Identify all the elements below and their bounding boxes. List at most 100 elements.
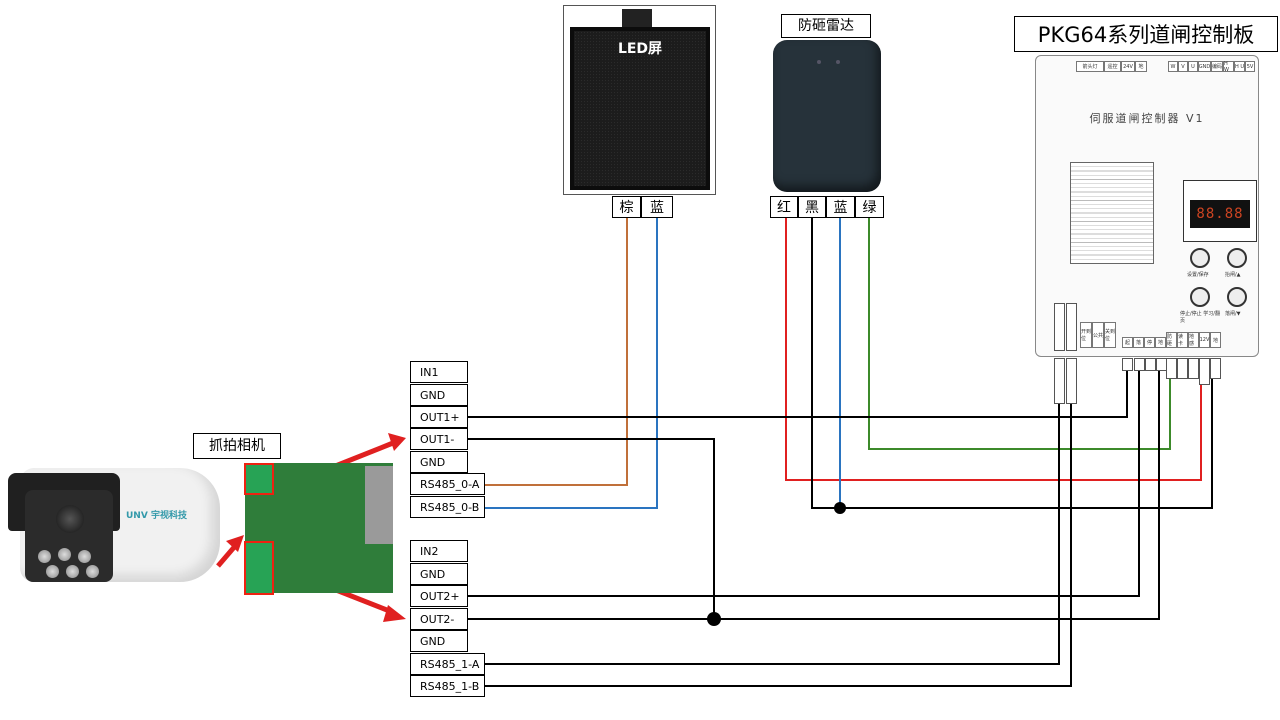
ctrl-terminal: 地感 — [1188, 332, 1199, 348]
terminal: IN2 — [410, 540, 468, 562]
camera-ir-led — [46, 565, 59, 578]
terminal: OUT2- — [410, 608, 468, 630]
terminal: OUT1+ — [410, 406, 468, 428]
button-label: 抬闸/▲ — [1225, 272, 1241, 278]
terminal: IN1 — [410, 361, 468, 383]
ctrl-terminal: W — [1168, 61, 1178, 72]
terminal: GND — [410, 451, 468, 473]
ctrl-terminal: 起 — [1122, 337, 1133, 348]
arrow-head — [388, 433, 406, 451]
terminal: OUT1- — [410, 428, 468, 450]
wire-out2-plus — [468, 370, 1140, 597]
wire-out1-minus — [468, 438, 715, 619]
radar-indicator — [836, 60, 840, 64]
output-pin — [1145, 358, 1156, 371]
wire-green — [868, 218, 1171, 450]
wire-out2-minus — [468, 370, 1160, 620]
rs485-port — [1054, 303, 1065, 351]
wire-rs485-1b — [468, 404, 1072, 687]
junction-dot — [707, 612, 721, 626]
terminal: GND — [410, 563, 468, 585]
led-mount — [622, 9, 652, 31]
led-wire-label-brown: 棕 — [612, 196, 641, 218]
raise-button[interactable] — [1227, 248, 1247, 268]
camera-ir-led — [78, 550, 91, 563]
set-save-button[interactable] — [1190, 248, 1210, 268]
output-pin — [1122, 358, 1133, 371]
radar-device — [773, 40, 881, 192]
camera-ir-led — [38, 550, 51, 563]
camera-ir-led — [58, 548, 71, 561]
ctrl-terminal: 24V — [1121, 61, 1135, 72]
junction-dot — [834, 502, 846, 514]
radar-label: 防砸雷达 — [781, 14, 871, 38]
ctrl-terminal: 编码 — [1211, 61, 1223, 72]
radar-wire-label-green: 绿 — [855, 196, 884, 218]
camera-brand: UNV 宇视科技 — [126, 511, 187, 521]
ctrl-terminal: U — [1188, 61, 1198, 72]
board-connector — [365, 466, 393, 544]
ctrl-terminal: 地 — [1135, 61, 1147, 72]
stop-button[interactable] — [1190, 287, 1210, 307]
ctrl-terminal: 5V — [1245, 61, 1255, 72]
io-terminal-block — [244, 463, 274, 495]
ctrl-terminal: V — [1178, 61, 1188, 72]
radar-indicator — [817, 60, 821, 64]
output-pin — [1134, 358, 1145, 371]
button-label: 落闸/▼ — [1225, 311, 1241, 317]
arrow-head — [383, 605, 406, 622]
output-pin — [1199, 358, 1210, 385]
camera-label: 抓拍相机 — [193, 433, 281, 459]
led-screen — [570, 27, 710, 190]
wire-brown — [468, 218, 628, 486]
camera-lens — [56, 505, 84, 533]
ctrl-terminal: 落 — [1133, 337, 1144, 348]
arrow-board — [216, 543, 238, 568]
terminal: GND — [410, 384, 468, 406]
terminal: OUT2+ — [410, 585, 468, 607]
output-pin — [1188, 358, 1199, 379]
lower-button[interactable] — [1227, 287, 1247, 307]
terminal: GND — [410, 630, 468, 652]
ctrl-terminal: 关到位 — [1104, 322, 1116, 348]
led-screen-text: LED屏 — [617, 41, 663, 57]
ctrl-terminal: 读卡 — [1177, 332, 1188, 348]
diagram-title: PKG64系列道闸控制板 — [1014, 16, 1278, 52]
wire-red — [785, 218, 1202, 481]
wire-out1-plus — [468, 370, 1128, 418]
output-pin — [1177, 358, 1188, 379]
ctrl-terminal: 防砸 — [1166, 332, 1177, 348]
ctrl-terminal: 停 — [1144, 337, 1155, 348]
ctrl-terminal: H U — [1234, 61, 1245, 72]
radar-wire-label-red: 红 — [770, 196, 798, 218]
ctrl-terminal: GND — [1198, 61, 1211, 72]
wire-black-radar — [811, 218, 1213, 509]
ctrl-terminal: 箭头灯 — [1076, 61, 1104, 72]
terminal: RS485_0-B — [410, 496, 485, 518]
output-pin — [1166, 358, 1177, 379]
io-terminal-block — [244, 541, 274, 595]
camera-ir-led — [86, 565, 99, 578]
radar-wire-label-blue: 蓝 — [826, 196, 855, 218]
ctrl-terminal: H W — [1223, 61, 1234, 73]
ctrl-terminal: 地 — [1155, 337, 1166, 348]
terminal: RS485_1-A — [410, 653, 485, 675]
rs485-port — [1066, 303, 1077, 351]
ctrl-terminal: 开到位 — [1080, 322, 1092, 348]
parameter-table — [1070, 162, 1154, 264]
radar-wire-label-black: 黑 — [798, 196, 826, 218]
wire-rs485-1a — [468, 404, 1060, 665]
ctrl-terminal: 遥控 — [1104, 61, 1121, 72]
ctrl-terminal: 公共 — [1092, 322, 1104, 348]
button-label: 停止/停止 学习/翻页 — [1180, 311, 1220, 324]
rs485-port — [1054, 358, 1065, 404]
rs485-port — [1066, 358, 1077, 404]
terminal: RS485_1-B — [410, 675, 485, 697]
controller-name: 伺服道闸控制器 V1 — [1089, 112, 1205, 125]
led-wire-label-blue: 蓝 — [641, 196, 673, 218]
camera-ir-led — [66, 565, 79, 578]
ctrl-terminal: 12V — [1199, 332, 1210, 348]
button-label: 设置/保存 — [1187, 272, 1209, 278]
output-pin — [1210, 358, 1221, 379]
